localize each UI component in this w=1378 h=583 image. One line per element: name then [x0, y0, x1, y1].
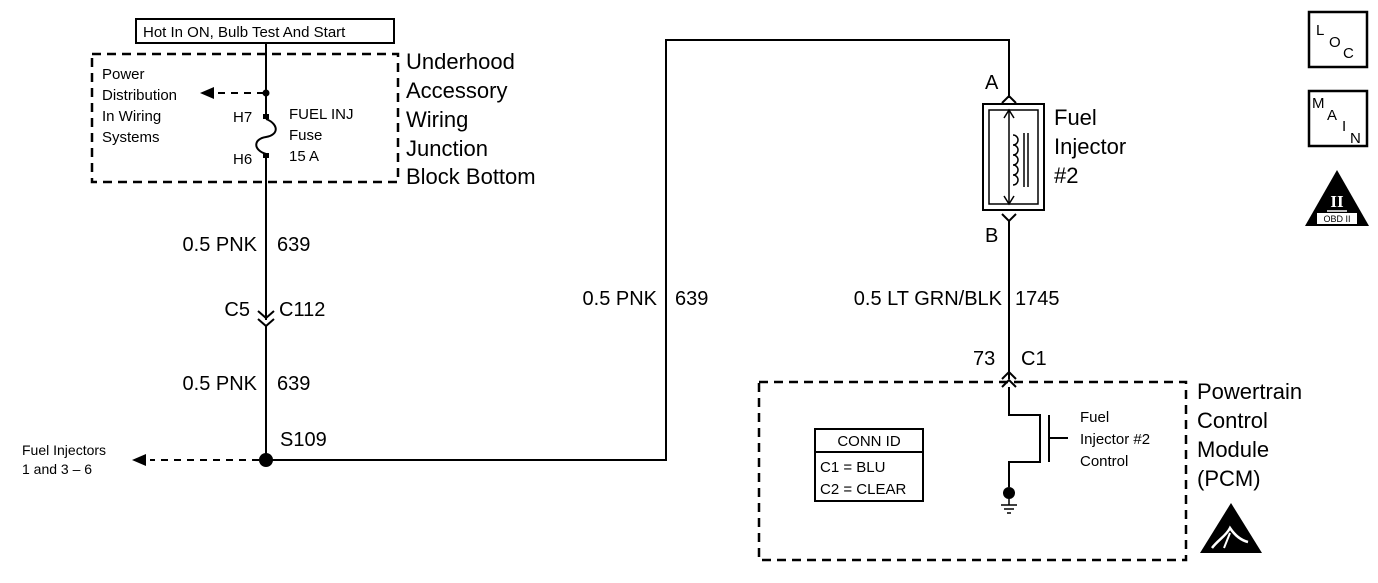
- main-nav-button[interactable]: M A I N: [1307, 89, 1369, 148]
- svg-text:Module: Module: [1197, 437, 1269, 462]
- power-label: Hot In ON, Bulb Test And Start: [143, 24, 346, 41]
- pcm-pin-73: 73: [973, 348, 995, 370]
- injector-pin-b-terminal-icon: [1001, 213, 1017, 223]
- pcm-pin-terminal-icon: [1001, 370, 1017, 388]
- svg-text:15 A: 15 A: [289, 148, 319, 165]
- svg-text:Injector: Injector: [1054, 134, 1126, 159]
- conn-id-table: [814, 428, 924, 502]
- svg-text:Control: Control: [1080, 453, 1128, 470]
- terminal-h6-mark: [263, 153, 269, 158]
- svg-text:M: M: [1312, 95, 1325, 112]
- ground-icon: [1001, 487, 1017, 514]
- svg-text:II: II: [1330, 192, 1344, 211]
- junction-block-outline: [90, 52, 400, 184]
- connector-c5-label: C5: [224, 299, 250, 321]
- svg-text:Underhood: Underhood: [406, 49, 515, 74]
- svg-text:#2: #2: [1054, 163, 1078, 188]
- splice-s109-label: S109: [280, 429, 327, 451]
- pcm-name: Powertrain Control Module (PCM): [1197, 379, 1302, 491]
- branch-injectors-label: Fuel Injectors 1 and 3 – 6: [22, 442, 106, 477]
- wire-639-to-injector: [266, 39, 1010, 461]
- terminal-h7: H7: [233, 109, 252, 126]
- fuse-label: FUEL INJ Fuse 15 A: [289, 106, 353, 165]
- svg-text:Fuel Injectors: Fuel Injectors: [22, 442, 106, 458]
- svg-text:Accessory: Accessory: [406, 78, 507, 103]
- pcm-connector-c1: C1: [1021, 348, 1047, 370]
- conn-id-title: CONN ID: [837, 433, 901, 450]
- wire-long-size-color: 0.5 PNK: [583, 288, 658, 310]
- svg-text:Junction: Junction: [406, 136, 488, 161]
- svg-text:Fuel: Fuel: [1054, 105, 1097, 130]
- svg-text:Fuel: Fuel: [1080, 409, 1109, 426]
- svg-text:In Wiring: In Wiring: [102, 108, 161, 125]
- svg-text:Distribution: Distribution: [102, 87, 177, 104]
- injector-control-label: Fuel Injector #2 Control: [1080, 409, 1150, 470]
- svg-text:Control: Control: [1197, 408, 1268, 433]
- svg-text:FUEL INJ: FUEL INJ: [289, 106, 353, 123]
- svg-text:OBD II: OBD II: [1323, 214, 1350, 224]
- pcm-outline: [757, 380, 1188, 562]
- svg-text:Fuse: Fuse: [289, 127, 322, 144]
- injector-coil-icon: [1003, 108, 1029, 206]
- svg-text:1 and 3 – 6: 1 and 3 – 6: [22, 461, 92, 477]
- svg-text:C: C: [1343, 45, 1354, 62]
- feed-junction-dot: [262, 89, 270, 97]
- wire-long-circuit: 639: [675, 288, 708, 310]
- wire-upper-circuit: 639: [277, 234, 310, 256]
- wire-upper-size-color: 0.5 PNK: [183, 234, 258, 256]
- wire-lower-circuit: 639: [277, 373, 310, 395]
- power-distribution-arrow-icon: [200, 87, 214, 99]
- terminal-h6: H6: [233, 151, 252, 168]
- svg-text:A: A: [1327, 107, 1337, 124]
- obd-ii-nav-button[interactable]: II OBD II: [1305, 170, 1369, 226]
- terminal-h7-mark: [263, 114, 269, 119]
- esd-warning-icon: [1200, 503, 1262, 553]
- svg-text:O: O: [1329, 34, 1341, 51]
- fuse-symbol-icon: [255, 118, 277, 155]
- fuel-injector-2-label: Fuel Injector #2: [1054, 105, 1126, 188]
- svg-text:Injector #2: Injector #2: [1080, 431, 1150, 448]
- svg-text:Powertrain: Powertrain: [1197, 379, 1302, 404]
- svg-text:Wiring: Wiring: [406, 107, 468, 132]
- wire-pcm-circuit: 1745: [1015, 288, 1060, 310]
- junction-block-name: Underhood Accessory Wiring Junction Bloc…: [406, 49, 536, 189]
- svg-text:Systems: Systems: [102, 129, 160, 146]
- injector-pin-b: B: [985, 225, 998, 247]
- power-distribution-label: Power Distribution In Wiring Systems: [102, 66, 177, 146]
- svg-text:I: I: [1342, 118, 1346, 135]
- conn-id-c1: C1 = BLU: [820, 459, 885, 476]
- wire-pcm-size-color: 0.5 LT GRN/BLK: [854, 288, 1003, 310]
- fuel-injector-2-inner: [988, 109, 1039, 205]
- branch-injectors-arrow-icon: [132, 454, 146, 466]
- connector-c112-label: C112: [279, 299, 325, 321]
- svg-text:Block Bottom: Block Bottom: [406, 164, 536, 189]
- svg-text:(PCM): (PCM): [1197, 466, 1261, 491]
- svg-text:L: L: [1316, 22, 1324, 39]
- conn-id-c2: C2 = CLEAR: [820, 481, 906, 498]
- transistor-driver-icon: [1008, 387, 1068, 487]
- wire-lower-size-color: 0.5 PNK: [183, 373, 258, 395]
- svg-text:N: N: [1350, 130, 1361, 147]
- loc-nav-button[interactable]: L O C: [1307, 10, 1369, 69]
- fuel-injector-2-body: [982, 103, 1045, 211]
- svg-text:Power: Power: [102, 66, 145, 83]
- injector-pin-a: A: [985, 72, 999, 94]
- injector-pin-a-terminal-icon: [1001, 94, 1017, 104]
